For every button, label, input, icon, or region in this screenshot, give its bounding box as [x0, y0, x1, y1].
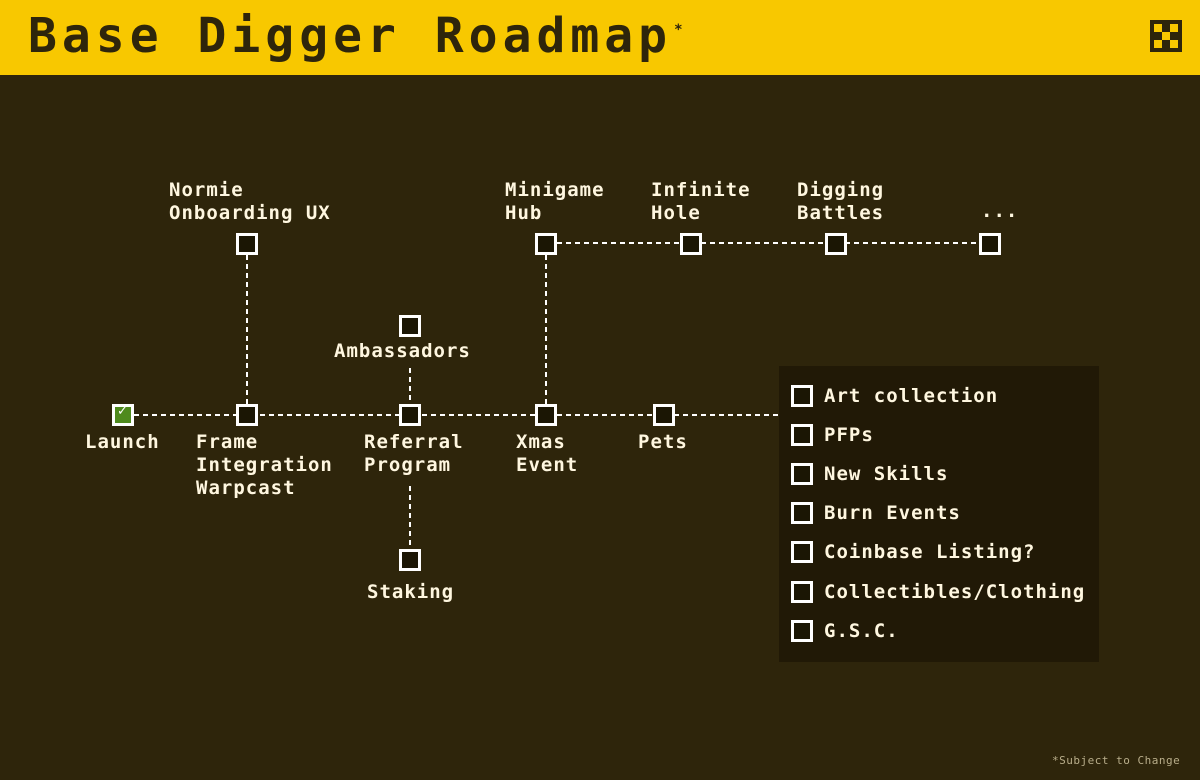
node-minigame[interactable]	[535, 233, 557, 255]
node-pets[interactable]	[653, 404, 675, 426]
label-frame: Frame Integration Warpcast	[196, 431, 333, 499]
check-icon: ✓	[117, 404, 128, 419]
node-more[interactable]	[979, 233, 1001, 255]
label-pets: Pets	[638, 431, 688, 453]
future-checklist-panel: Art collection PFPs New Skills Burn Even…	[779, 366, 1099, 662]
checklist-label: Collectibles/Clothing	[824, 581, 1086, 603]
title-asterisk: *	[674, 22, 688, 38]
checkbox[interactable]	[791, 581, 813, 603]
node-normie[interactable]	[236, 233, 258, 255]
checkbox[interactable]	[791, 424, 813, 446]
label-infinite: Infinite Hole	[651, 179, 751, 224]
checkered-menu-icon[interactable]	[1150, 20, 1182, 52]
node-referral[interactable]	[399, 404, 421, 426]
checklist-item-pfps[interactable]: PFPs	[791, 423, 874, 447]
label-launch: Launch	[85, 431, 160, 453]
checklist-label: PFPs	[824, 424, 874, 446]
checklist-item-gsc[interactable]: G.S.C.	[791, 619, 899, 643]
checklist-item-collectibles[interactable]: Collectibles/Clothing	[791, 580, 1085, 604]
checklist-item-coinbase-listing[interactable]: Coinbase Listing?	[791, 540, 1035, 564]
label-digging: Digging Battles	[797, 179, 885, 224]
checklist-label: G.S.C.	[824, 620, 899, 642]
label-referral: Referral Program	[364, 431, 464, 476]
page-title: Base Digger Roadmap*	[28, 6, 688, 66]
checkbox[interactable]	[791, 463, 813, 485]
node-launch[interactable]: ✓	[112, 404, 134, 426]
node-digging[interactable]	[825, 233, 847, 255]
checklist-label: Coinbase Listing?	[824, 541, 1036, 563]
node-staking[interactable]	[399, 549, 421, 571]
label-normie: Normie Onboarding UX	[169, 179, 331, 224]
checkbox[interactable]	[791, 385, 813, 407]
node-frame[interactable]	[236, 404, 258, 426]
checklist-label: New Skills	[824, 463, 949, 485]
footnote: *Subject to Change	[1052, 754, 1181, 767]
label-minigame: Minigame Hub	[505, 179, 605, 224]
checkbox[interactable]	[791, 620, 813, 642]
label-more: ...	[981, 200, 1019, 222]
page-title-text: Base Digger Roadmap	[28, 8, 673, 64]
label-xmas: Xmas Event	[516, 431, 579, 476]
checklist-label: Art collection	[824, 385, 999, 407]
checklist-item-burn-events[interactable]: Burn Events	[791, 501, 961, 525]
label-staking: Staking	[367, 581, 455, 603]
node-ambassadors[interactable]	[399, 315, 421, 337]
checkbox[interactable]	[791, 502, 813, 524]
checklist-item-art-collection[interactable]: Art collection	[791, 384, 998, 408]
checklist-label: Burn Events	[824, 502, 961, 524]
node-infinite[interactable]	[680, 233, 702, 255]
header-bar: Base Digger Roadmap*	[0, 0, 1200, 75]
checklist-item-new-skills[interactable]: New Skills	[791, 462, 948, 486]
checkbox[interactable]	[791, 541, 813, 563]
checkered-menu-icon-svg	[1150, 20, 1182, 52]
node-xmas[interactable]	[535, 404, 557, 426]
label-ambassadors: Ambassadors	[334, 340, 471, 362]
